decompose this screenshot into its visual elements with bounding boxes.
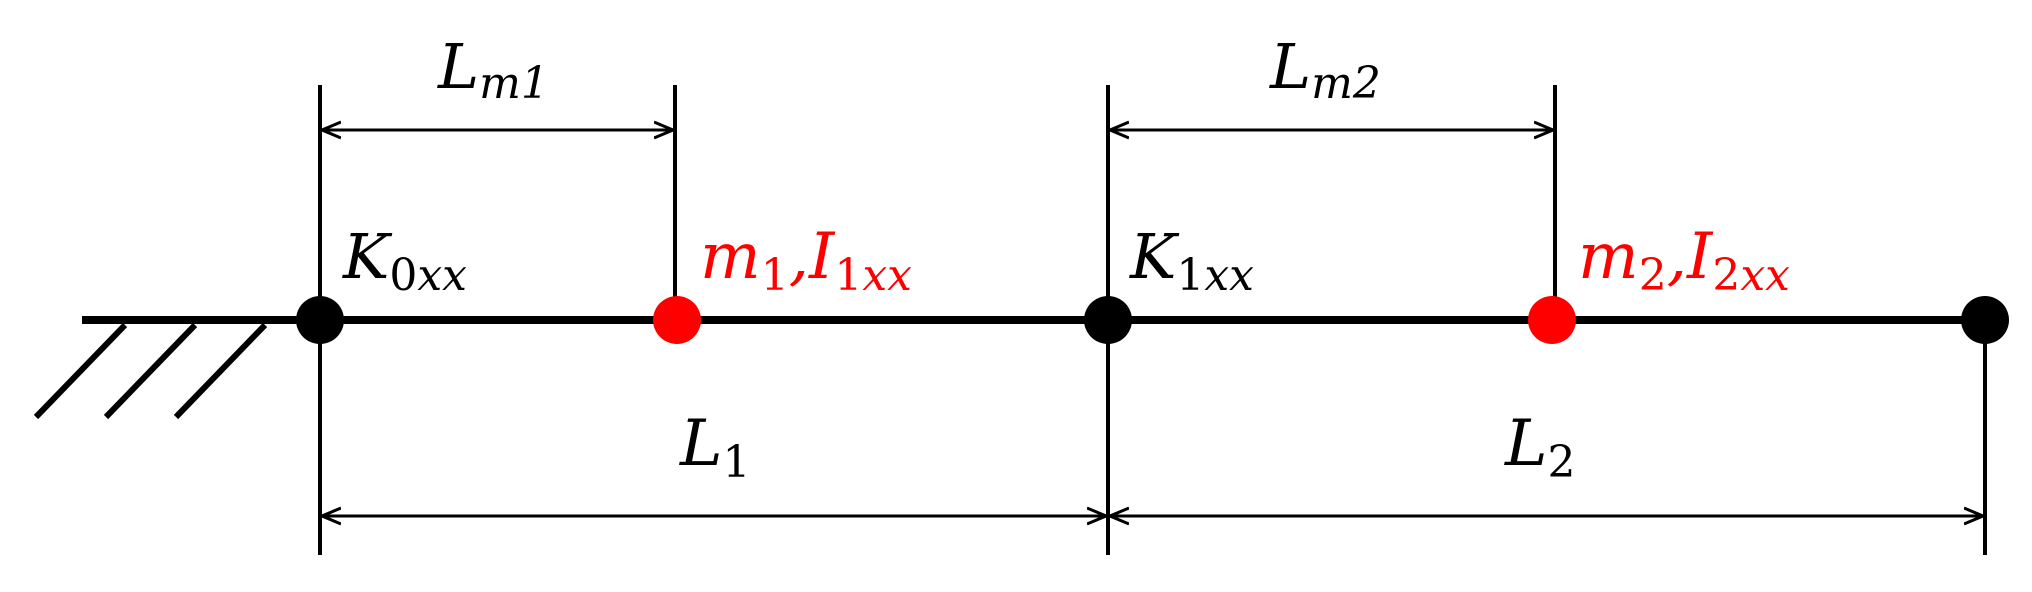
tip-joint-icon bbox=[1961, 296, 2009, 344]
label-lm2: Lm2 bbox=[1269, 30, 1381, 109]
label-lm1: Lm1 bbox=[437, 30, 549, 109]
label-l2: L2 bbox=[1504, 407, 1576, 488]
label-mass2-inertia2: m2,I2xx bbox=[1578, 220, 1790, 301]
mass-2-icon bbox=[1528, 296, 1576, 344]
fixed-support-hatch-icon bbox=[33, 322, 268, 420]
label-l1: L1 bbox=[679, 407, 751, 488]
label-mass1-inertia1: m1,I1xx bbox=[700, 220, 912, 301]
joint-0-icon bbox=[296, 296, 344, 344]
joint-1-icon bbox=[1084, 296, 1132, 344]
mass-1-icon bbox=[653, 296, 701, 344]
label-k1xx: K1xx bbox=[1129, 220, 1254, 301]
label-k0xx: K0xx bbox=[342, 220, 467, 301]
